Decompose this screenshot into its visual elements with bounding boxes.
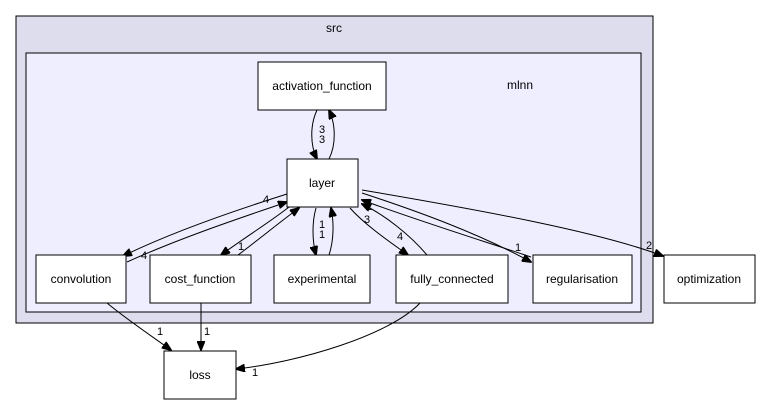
edge-layer-to-optimization [361, 189, 663, 256]
edge-layer-to-regularisation [361, 192, 531, 262]
edge-fully-to-loss [236, 302, 421, 369]
cluster-src-label: src [326, 21, 342, 35]
node-loss[interactable]: loss [163, 350, 237, 400]
edges: 3 3 4 4 1 1 1 3 4 1 1 2 1 1 1 [106, 109, 663, 379]
node-box[interactable] [273, 254, 371, 304]
edge-activation-to-layer [312, 109, 317, 159]
node-label: fully_connected [410, 272, 493, 286]
edge-label-activation-layer-b: 3 [319, 134, 325, 146]
edge-label-activation-layer-a: 3 [319, 124, 325, 136]
edge-layer-to-convolution [123, 193, 288, 256]
edge-label-experimental-layer-b: 1 [319, 229, 325, 241]
edge-label-cost-layer: 1 [238, 241, 244, 253]
node-label: loss [189, 368, 210, 382]
cluster-mlnn-label: mlnn [507, 78, 533, 92]
edge-layer-to-activation [329, 110, 334, 160]
node-label: regularisation [546, 272, 618, 286]
edge-convolution-to-loss [106, 302, 171, 350]
node-label: optimization [677, 272, 741, 286]
node-box[interactable] [395, 254, 509, 304]
edge-fully-to-layer [362, 204, 428, 256]
edge-experimental-to-layer [329, 208, 333, 256]
node-box[interactable] [163, 350, 237, 400]
edge-label-fully-layer-a: 3 [364, 214, 370, 226]
node-layer[interactable]: layer [286, 158, 359, 208]
edge-label-fully-layer-b: 4 [397, 231, 403, 243]
node-box[interactable] [149, 254, 252, 304]
node-activation-function[interactable]: activation_function [257, 61, 387, 111]
node-label: experimental [288, 272, 357, 286]
edge-cost-to-layer [237, 208, 299, 256]
node-box[interactable] [286, 158, 359, 208]
node-box[interactable] [257, 61, 387, 111]
edge-label-convolution-layer-b: 4 [141, 250, 147, 262]
edge-label-layer-optimization: 2 [646, 240, 652, 252]
node-label: layer [309, 176, 335, 190]
node-box[interactable] [35, 254, 127, 304]
edge-label-fully-loss: 1 [252, 367, 258, 379]
edge-label-regularisation-layer-b: 1 [515, 242, 521, 254]
node-experimental[interactable]: experimental [273, 254, 371, 304]
node-label: activation_function [272, 79, 371, 93]
edge-label-cost-loss: 1 [204, 326, 210, 338]
node-label: convolution [51, 272, 112, 286]
node-regularisation[interactable]: regularisation [532, 254, 633, 304]
node-fully-connected[interactable]: fully_connected [395, 254, 509, 304]
edge-convolution-to-layer [126, 202, 287, 263]
node-optimization[interactable]: optimization [663, 254, 756, 304]
node-box[interactable] [532, 254, 633, 304]
edge-label-experimental-layer-a: 1 [319, 219, 325, 231]
edge-regularisation-to-layer [362, 200, 532, 258]
edge-label-regularisation-layer-a: 1 [366, 201, 372, 213]
edge-label-convolution-loss: 1 [157, 326, 163, 338]
edge-layer-to-fully [349, 207, 408, 255]
node-box[interactable] [663, 254, 756, 304]
edge-layer-to-experimental [313, 207, 316, 255]
node-cost-function[interactable]: cost_function [149, 254, 252, 304]
node-label: cost_function [165, 272, 236, 286]
edge-layer-to-cost [221, 206, 290, 255]
node-convolution[interactable]: convolution [35, 254, 127, 304]
edge-label-convolution-layer-a: 4 [263, 194, 269, 206]
